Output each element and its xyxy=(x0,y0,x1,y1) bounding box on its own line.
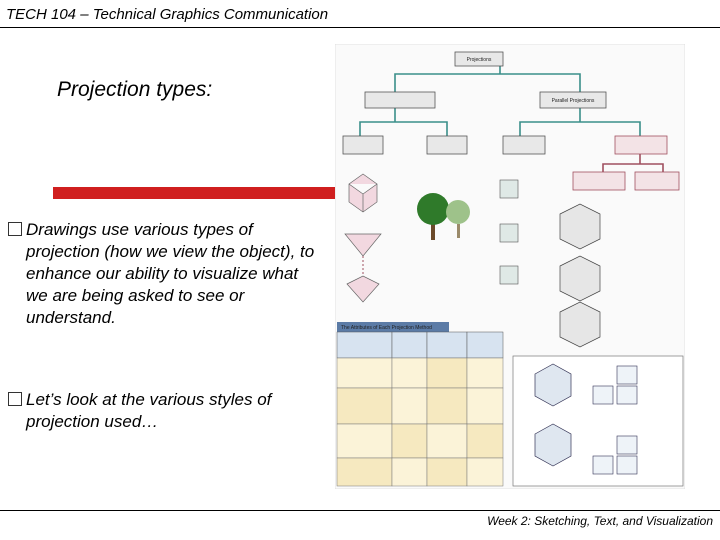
bullet-square-icon xyxy=(8,222,22,236)
projection-diagram-image: Projections Parallel Projections xyxy=(335,44,685,489)
node-parallel: Parallel Projections xyxy=(539,91,607,109)
oblique-sketches xyxy=(499,179,519,285)
table-title: The Attributes of Each Projection Method xyxy=(341,325,432,331)
footer-divider xyxy=(0,510,720,511)
node-oblique xyxy=(502,135,546,155)
header-divider xyxy=(0,27,720,28)
node-linear xyxy=(342,135,384,155)
diagram-connectors xyxy=(359,64,664,172)
header-title: TECH 104 – Technical Graphics Communicat… xyxy=(6,6,329,23)
node-multiview xyxy=(634,171,680,191)
node-perspective xyxy=(364,91,436,109)
node-axonometric xyxy=(572,171,626,191)
bullet-text-1: Drawings use various types of projection… xyxy=(26,220,315,327)
bullet-square-icon xyxy=(8,392,22,406)
attributes-table: The Attributes of Each Projection Method xyxy=(336,322,504,487)
footer-text: Week 2: Sketching, Text, and Visualizati… xyxy=(487,514,713,528)
perspective-sketches xyxy=(344,173,382,303)
axonometric-sketches xyxy=(559,203,601,348)
node-parallel-label: Parallel Projections xyxy=(552,98,595,104)
node-projections: Projections xyxy=(454,51,504,67)
accent-bar xyxy=(53,187,373,199)
slide-title: Projection types: xyxy=(57,78,213,101)
bullet-text-2: Let’s look at the various styles of proj… xyxy=(26,390,272,431)
multiview-panel xyxy=(512,355,684,487)
node-orthographic xyxy=(614,135,668,155)
node-projections-label: Projections xyxy=(467,57,492,63)
node-aerial xyxy=(426,135,468,155)
aerial-perspective-trees xyxy=(417,193,470,240)
